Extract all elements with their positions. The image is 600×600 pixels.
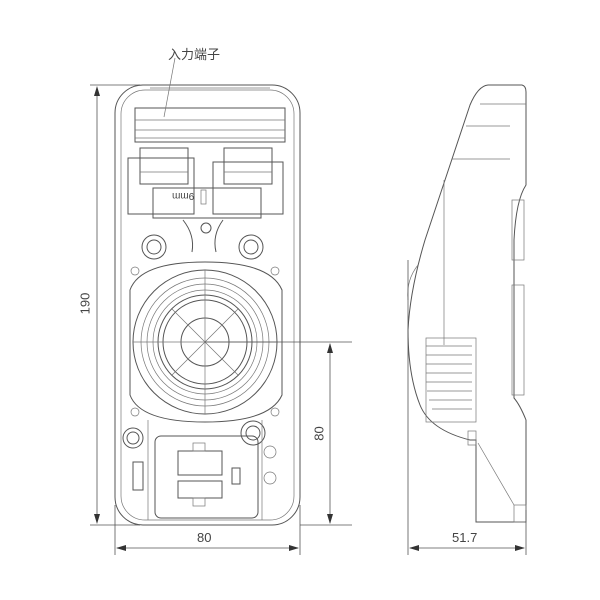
- width-dimension-label: 80: [197, 530, 212, 545]
- side-view: [407, 84, 527, 523]
- wire-strip-length-label: 9mm: [172, 190, 195, 201]
- front-view: [114, 57, 301, 526]
- height-dimension-label: 190: [77, 292, 93, 315]
- depth-dimension-label: 51.7: [452, 530, 478, 545]
- dimension-lines: [90, 84, 527, 555]
- input-terminal-callout: 入力端子: [168, 47, 221, 62]
- fan-offset-dimension-label: 80: [311, 426, 327, 441]
